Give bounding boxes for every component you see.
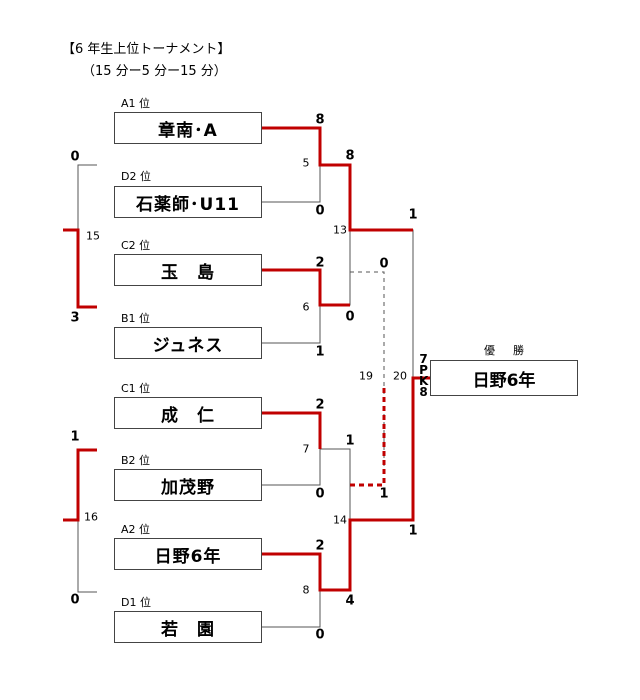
match-number: 13: [333, 223, 347, 237]
match-number: 8: [302, 583, 310, 597]
score: 2: [315, 397, 325, 413]
score: 1: [70, 429, 80, 445]
line-m19-upper: [350, 271, 385, 485]
win-m16: [63, 448, 97, 522]
seed-label: D1 位: [121, 596, 151, 609]
pk-top: 7: [419, 352, 428, 366]
team-box: 石薬師･U11: [114, 186, 262, 218]
score: 4: [345, 593, 355, 609]
score: 8: [315, 112, 325, 128]
match-number: 20: [393, 369, 407, 383]
page-title: 【6 年生上位トーナメント】: [62, 42, 231, 57]
win-tamashima: [262, 268, 350, 307]
page-subtitle: （15 分ー5 分ー15 分）: [82, 64, 227, 79]
team-box: ジュネス: [114, 327, 262, 359]
seed-label: A2 位: [121, 523, 151, 536]
match-number: 6: [302, 300, 310, 314]
match-number: 19: [359, 369, 373, 383]
score: 1: [379, 486, 389, 502]
score: 1: [345, 433, 355, 449]
score: 0: [315, 203, 325, 219]
team-box: 日野6年: [114, 538, 262, 570]
team-box: 加茂野: [114, 469, 262, 501]
win-seijin: [262, 411, 322, 449]
match-number: 14: [333, 513, 347, 527]
team-box: 若 園: [114, 611, 262, 643]
score: 0: [70, 592, 80, 608]
team-box: 成 仁: [114, 397, 262, 429]
line-ishiyakushi: [262, 165, 321, 203]
score: 1: [408, 523, 418, 539]
pk-p: P: [419, 363, 428, 377]
team-box: 章南･A: [114, 112, 262, 144]
win-hino: [262, 376, 430, 592]
match-number: 5: [302, 156, 310, 170]
score: 8: [345, 148, 355, 164]
score: 0: [345, 309, 355, 325]
pk-k: K: [419, 374, 429, 388]
line-m16-lower: [77, 520, 97, 593]
pk-score: 7 P K 8: [419, 352, 429, 399]
score: 2: [315, 538, 325, 554]
line-m15-upper: [77, 164, 97, 230]
champion-label: 優勝: [484, 344, 542, 357]
line-wakazono: [262, 590, 321, 628]
pk-bottom: 8: [419, 385, 428, 399]
score: 1: [408, 207, 418, 223]
score: 0: [315, 486, 325, 502]
win-shonan: [262, 126, 413, 232]
win-m19: [350, 385, 386, 487]
seed-label: C2 位: [121, 239, 151, 252]
team-box: 玉 島: [114, 254, 262, 286]
line-kamono: [262, 449, 321, 486]
score: 0: [70, 149, 80, 165]
line-final-upper: [350, 229, 414, 378]
champion-box: 日野6年: [430, 360, 578, 396]
match-number: 15: [86, 229, 100, 243]
line-m14-upper: [320, 448, 351, 520]
seed-label: D2 位: [121, 170, 151, 183]
match-number: 7: [302, 442, 310, 456]
line-junesu: [262, 305, 321, 344]
seed-label: C1 位: [121, 382, 151, 395]
seed-label: B1 位: [121, 312, 151, 325]
score: 0: [315, 627, 325, 643]
score: 1: [315, 344, 325, 360]
seed-label: B2 位: [121, 454, 151, 467]
win-m15: [63, 228, 97, 309]
seed-label: A1 位: [121, 97, 151, 110]
match-number: 16: [84, 510, 98, 524]
score: 2: [315, 255, 325, 271]
score: 0: [379, 256, 389, 272]
score: 3: [70, 310, 80, 326]
